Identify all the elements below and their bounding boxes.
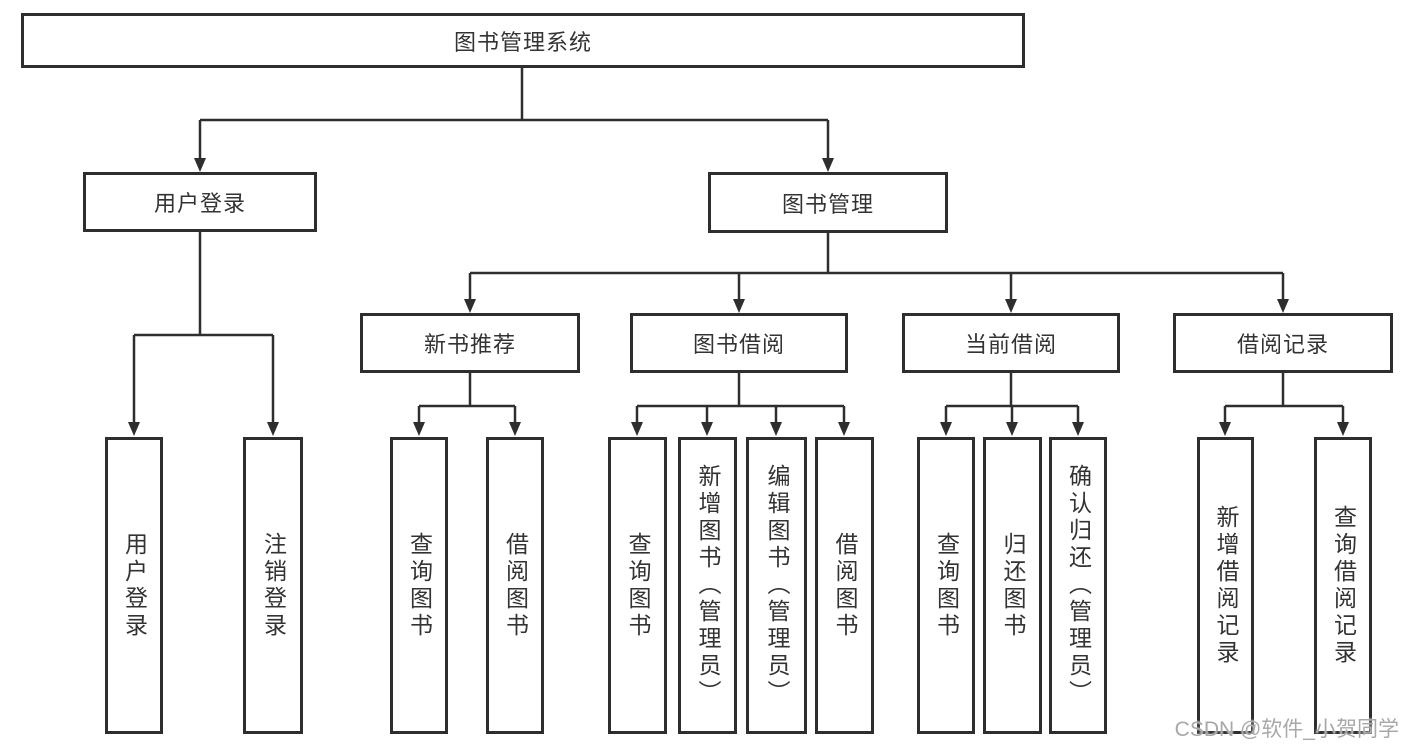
node-leaf-edit-book-admin: 编辑图书（管理员） [746,437,807,734]
node-leaf-logout: 注销登录 [243,437,303,734]
node-user-login: 用户登录 [83,172,317,232]
node-library-management-system: 图书管理系统 [21,13,1025,68]
node-leaf-query-books-2: 查询图书 [608,437,667,734]
node-leaf-user-login: 用户登录 [105,437,163,734]
node-leaf-add-borrow-record: 新增借阅记录 [1197,437,1254,734]
node-leaf-return-book: 归还图书 [983,437,1042,734]
node-leaf-confirm-return-admin: 确认归还（管理员） [1049,437,1107,734]
node-leaf-add-book-admin: 新增图书（管理员） [678,437,737,734]
node-leaf-query-books-1: 查询图书 [390,437,448,734]
node-book-management: 图书管理 [708,172,948,233]
node-leaf-query-borrow-record: 查询借阅记录 [1314,437,1372,734]
csdn-watermark: CSDN @软件_小贺同学 [1174,718,1399,741]
node-borrowing-records: 借阅记录 [1173,313,1393,373]
node-current-borrowing: 当前借阅 [902,313,1120,373]
node-new-book-recommend: 新书推荐 [360,313,580,373]
node-book-borrowing: 图书借阅 [630,313,848,373]
node-leaf-borrow-books-2: 借阅图书 [815,437,874,734]
node-leaf-borrow-books-1: 借阅图书 [486,437,544,734]
node-leaf-query-books-3: 查询图书 [917,437,975,734]
